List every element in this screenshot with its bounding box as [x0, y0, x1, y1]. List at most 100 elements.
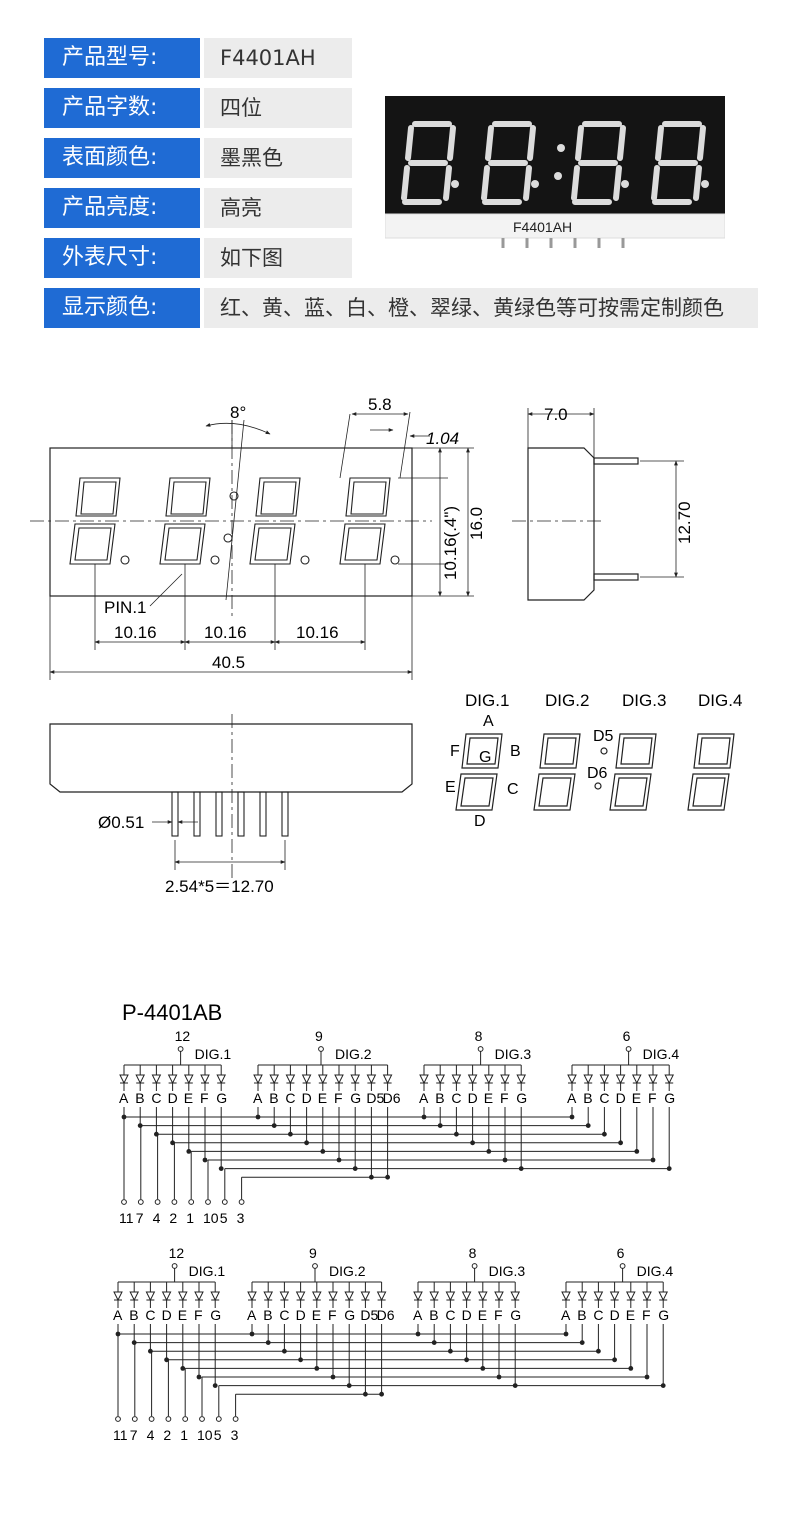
segmap-dig4: DIG.4: [698, 691, 742, 710]
segment-label: C: [285, 1090, 295, 1106]
junction-dot: [170, 1140, 176, 1146]
diode-icon: [642, 1291, 652, 1302]
segment-label: B: [583, 1090, 592, 1106]
diode-icon: [561, 1291, 571, 1302]
pin1-label: PIN.1: [104, 598, 147, 617]
segment-label: G: [510, 1307, 521, 1323]
pin-terminal: [188, 1199, 195, 1205]
segment-label: E: [626, 1307, 635, 1323]
segment-label: D5: [360, 1307, 378, 1323]
diode-icon: [658, 1291, 669, 1302]
pin-terminal: [205, 1199, 211, 1205]
diode-icon: [648, 1074, 658, 1085]
pin-number: 7: [130, 1427, 138, 1443]
segment-label: F: [328, 1307, 337, 1323]
dim-pitch-1: 10.16: [114, 623, 157, 642]
spec-label: 产品型号:: [44, 38, 200, 78]
dim-height: 16.0: [467, 507, 486, 540]
pin-terminal: [232, 1416, 239, 1422]
diode-icon: [510, 1291, 521, 1302]
pin-number: 1: [180, 1427, 188, 1443]
segment-label: B: [263, 1307, 272, 1323]
pin-number: 3: [231, 1427, 239, 1443]
pin-number: 7: [136, 1210, 144, 1226]
pin-number: 4: [147, 1427, 155, 1443]
pin-number: 2: [163, 1427, 171, 1443]
segment-map: [455, 733, 735, 811]
diode-icon: [664, 1074, 675, 1085]
diode-icon: [477, 1291, 488, 1302]
spec-row-size: 外表尺寸: 如下图: [44, 238, 352, 278]
junction-dot: [186, 1149, 192, 1154]
pin-terminal: [182, 1416, 189, 1422]
diode-icon: [285, 1074, 296, 1085]
segment-label: A: [561, 1307, 571, 1323]
diode-icon: [382, 1074, 393, 1085]
segment-label: B: [435, 1090, 444, 1106]
segmap-dig1: DIG.1: [465, 691, 509, 710]
segment-label: F: [642, 1307, 651, 1323]
diode-icon: [269, 1074, 280, 1085]
segment-label: D: [162, 1307, 172, 1323]
segment-label: A: [253, 1090, 263, 1106]
digit-label: DIG.1: [189, 1263, 226, 1279]
diode-icon: [328, 1291, 338, 1302]
pin-terminal: [154, 1199, 161, 1205]
pin-terminal: [121, 1199, 127, 1205]
segment-label: A: [567, 1090, 577, 1106]
pin-terminal: [131, 1416, 138, 1422]
dim-pin-dia: Ø0.51: [98, 813, 144, 832]
diode-icon: [279, 1291, 290, 1302]
segment-label: D: [610, 1307, 620, 1323]
segment-label: E: [484, 1090, 493, 1106]
segment-label: D6: [377, 1307, 395, 1323]
diode-icon: [301, 1074, 312, 1085]
diode-icon: [419, 1074, 429, 1085]
segment-label: D: [168, 1090, 178, 1106]
anode-terminal: [318, 1046, 324, 1052]
diode-icon: [494, 1291, 504, 1302]
junction-dot: [212, 1383, 218, 1388]
spec-value: 如下图: [204, 238, 352, 278]
segment-label: D: [616, 1090, 626, 1106]
spec-row-color: 显示颜色: 红、黄、蓝、白、橙、翠绿、黄绿色等可按需定制颜色: [44, 288, 758, 328]
segment-label: C: [279, 1307, 289, 1323]
anode-terminal: [177, 1046, 184, 1052]
product-photo: F4401AH: [385, 96, 725, 248]
diode-icon: [253, 1074, 263, 1085]
dim-char-height: 10.16(.4"): [441, 506, 460, 580]
digit-pin-number: 12: [169, 1245, 185, 1261]
junction-dot: [131, 1340, 137, 1345]
anode-terminal: [471, 1263, 478, 1269]
segment-label: B: [429, 1307, 438, 1323]
pin-number: 1: [186, 1210, 194, 1226]
diode-icon: [366, 1074, 377, 1085]
diode-icon: [145, 1291, 156, 1302]
diode-icon: [625, 1291, 636, 1302]
digit-label: DIG.4: [643, 1046, 680, 1062]
dim-width: 40.5: [212, 653, 245, 672]
digit-label: DIG.4: [637, 1263, 674, 1279]
diode-icon: [151, 1074, 162, 1085]
segmap-e: E: [445, 779, 456, 796]
segment-label: D5: [366, 1090, 384, 1106]
pin-number: 5: [214, 1427, 222, 1443]
pin-number: 10: [203, 1210, 219, 1226]
pin-terminal: [115, 1416, 121, 1422]
segment-label: B: [269, 1090, 278, 1106]
segmap-f: F: [450, 743, 460, 760]
segment-label: B: [135, 1090, 144, 1106]
digit-pin-number: 6: [617, 1245, 625, 1261]
dim-pitch-2: 10.16: [204, 623, 247, 642]
diode-icon: [483, 1074, 494, 1085]
spec-value: F4401AH: [204, 38, 352, 78]
dim-depth: 7.0: [544, 405, 568, 424]
bottom-view: [49, 714, 413, 880]
pin-number: 4: [153, 1210, 161, 1226]
diode-icon: [350, 1074, 361, 1085]
spec-label: 产品字数:: [44, 88, 200, 128]
diode-icon: [200, 1074, 210, 1085]
spec-row-surface: 表面颜色: 墨黑色: [44, 138, 352, 178]
segment-label: C: [599, 1090, 609, 1106]
segment-label: G: [658, 1307, 669, 1323]
